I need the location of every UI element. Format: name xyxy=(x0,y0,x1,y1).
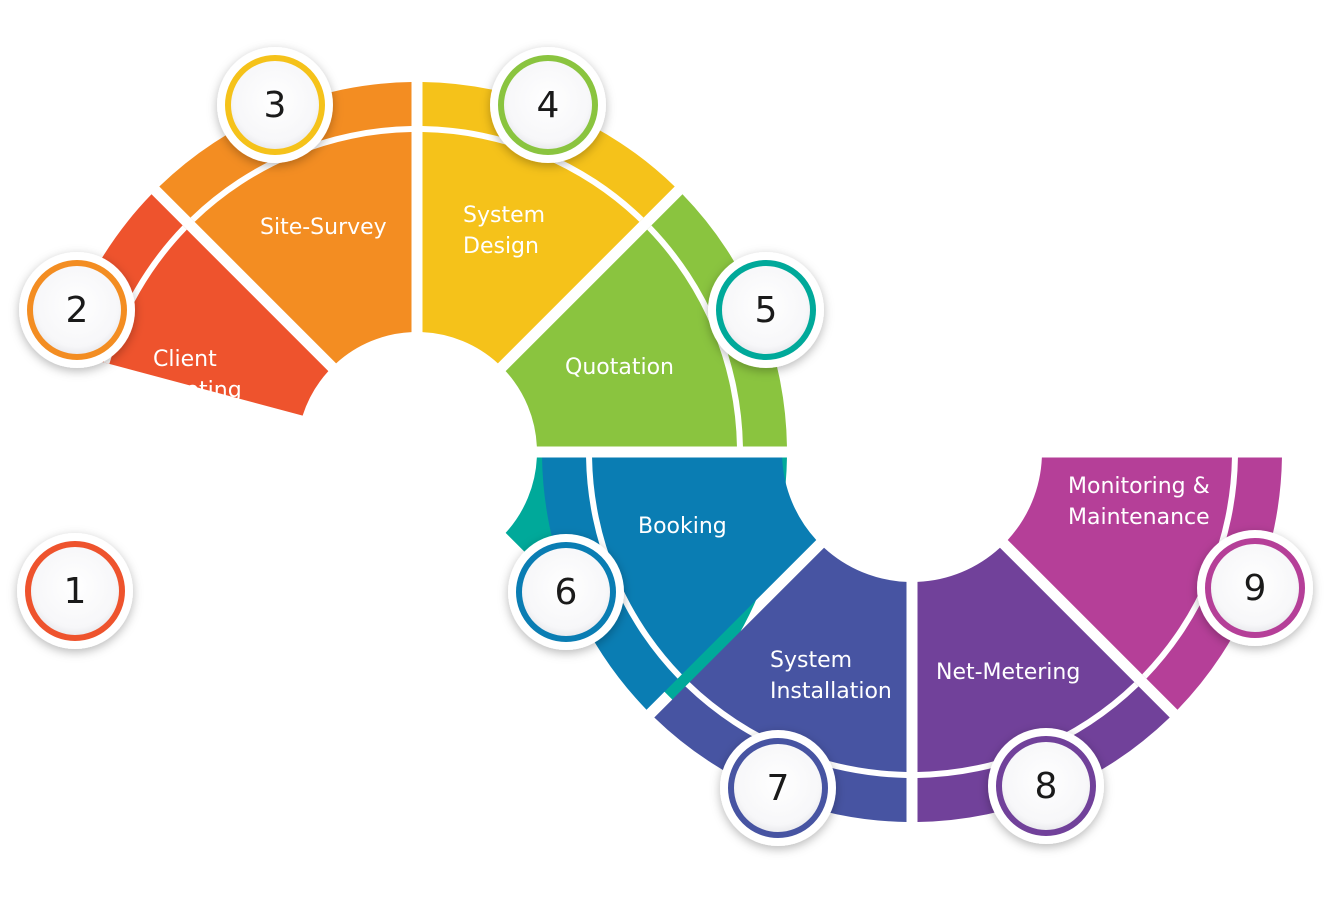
step-6-label: Booking xyxy=(638,514,727,539)
step-2-label-line: Client xyxy=(153,347,217,372)
step-7-segment xyxy=(654,547,907,822)
step-9-number: 9 xyxy=(1244,568,1267,609)
step-8-badge: 8 xyxy=(988,728,1104,844)
step-8-number: 8 xyxy=(1035,766,1058,807)
step-9-label-line: Maintenance xyxy=(1068,505,1210,530)
step-5-badge: 5 xyxy=(708,252,824,368)
step-5-badge-ring xyxy=(716,260,816,360)
step-5-label-line: Quotation xyxy=(565,355,674,380)
step-7-label-line: System xyxy=(770,648,852,673)
step-1-number: 1 xyxy=(64,571,87,612)
step-8-segment xyxy=(917,547,1170,822)
step-2-segment xyxy=(159,82,412,364)
step-5-label: Quotation xyxy=(565,355,674,380)
step-4-number: 4 xyxy=(537,85,560,126)
step-9-segment xyxy=(1007,457,1282,710)
step-8-label: Net-Metering xyxy=(936,660,1080,685)
step-2-badge-ring xyxy=(27,260,127,360)
step-6-badge-ring xyxy=(516,542,616,642)
step-4-label-line: System xyxy=(463,203,545,228)
step-3-number: 3 xyxy=(264,85,287,126)
step-7-number: 7 xyxy=(767,768,790,809)
step-6-number: 6 xyxy=(555,572,578,613)
step-6-badge: 6 xyxy=(508,534,624,650)
step-3-badge-ring xyxy=(225,55,325,155)
step-3-label: Site-Survey xyxy=(260,215,387,240)
step-3-label-line: Site-Survey xyxy=(260,215,387,240)
step-9-label-line: Monitoring & xyxy=(1068,474,1210,499)
step-9-label: Monitoring & Maintenance xyxy=(1068,474,1210,530)
step-6-segment xyxy=(542,457,817,710)
step-2-badge: 2 xyxy=(19,252,135,368)
step-1-label-line: System xyxy=(135,487,217,512)
step-8-label-line: Net-Metering xyxy=(936,660,1080,685)
step-7-label-line: Installation xyxy=(770,679,892,704)
step-7-badge-ring xyxy=(728,738,828,838)
step-8-badge-ring xyxy=(996,736,1096,836)
step-4-label-line: Design xyxy=(463,234,539,259)
step-4-badge-ring xyxy=(498,55,598,155)
step-3-badge: 3 xyxy=(217,47,333,163)
step-9-badge-ring xyxy=(1205,538,1305,638)
step-9-badge: 9 xyxy=(1197,530,1313,646)
step-6-label-line: Booking xyxy=(638,514,727,539)
step-2-label-line: Meeting xyxy=(153,378,242,403)
step-4-badge: 4 xyxy=(490,47,606,163)
step-5-number: 5 xyxy=(755,290,778,331)
step-1-badge-ring xyxy=(25,541,125,641)
step-1-segment xyxy=(61,194,329,416)
step-1-label-line: Inquiry xyxy=(135,518,212,543)
step-7-badge: 7 xyxy=(720,730,836,846)
step-1-badge: 1 xyxy=(17,533,133,649)
step-2-number: 2 xyxy=(66,290,89,331)
step-3-segment xyxy=(422,82,675,364)
step-4-segment xyxy=(505,194,787,447)
